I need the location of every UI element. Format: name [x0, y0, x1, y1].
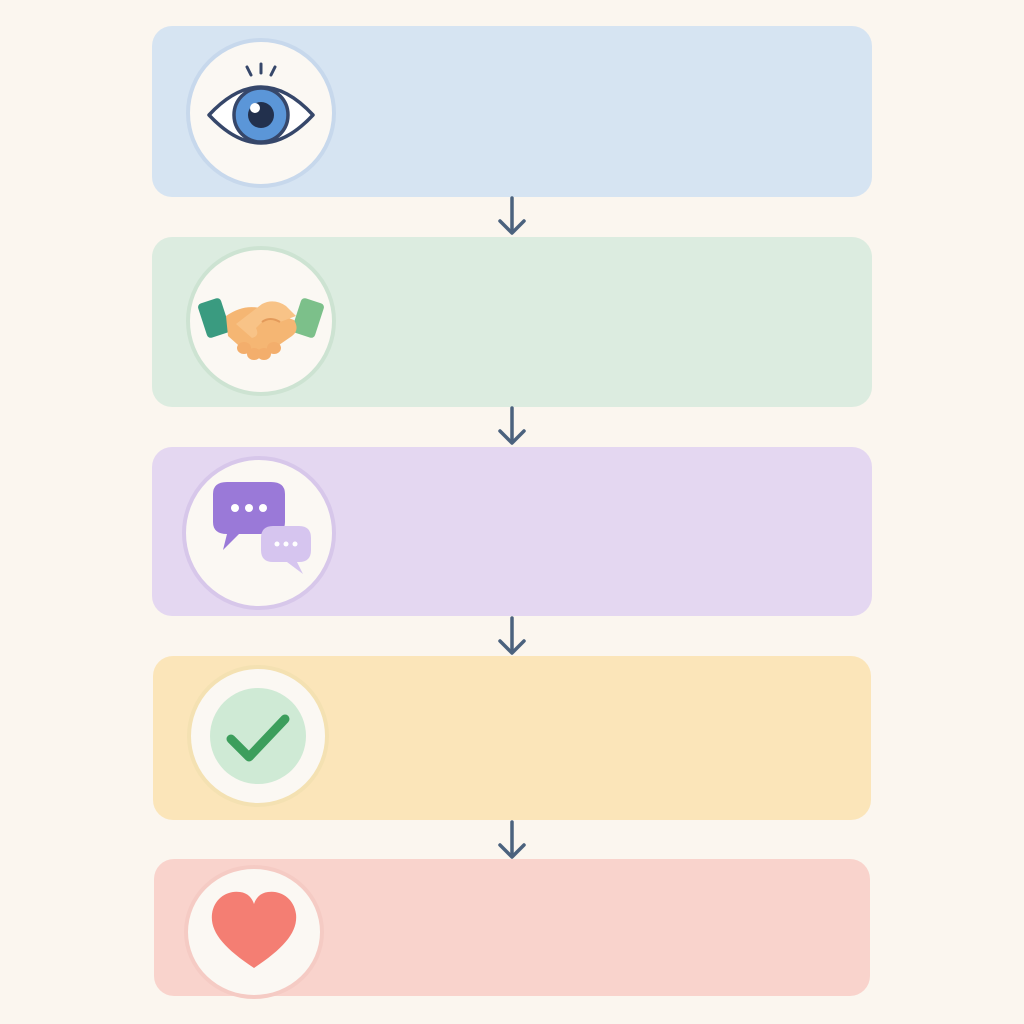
- chat-bubbles-icon: [213, 482, 311, 574]
- eye-icon: [207, 62, 315, 145]
- step-2-card: [152, 237, 872, 407]
- heart-icon: [211, 891, 297, 968]
- step-5-card: [154, 859, 870, 999]
- step-2-icon-badge: [186, 246, 336, 396]
- connector-arrow-3: [498, 616, 526, 655]
- connector-arrow-2: [498, 406, 526, 445]
- step-1-icon-badge: [186, 38, 336, 188]
- handshake-icon: [198, 298, 324, 360]
- step-4-icon-badge: [187, 665, 329, 807]
- step-1-card: [152, 26, 872, 197]
- step-4-card: [153, 656, 871, 820]
- connector-arrow-1: [498, 196, 526, 235]
- step-3-icon-badge: [182, 456, 336, 610]
- step-5-icon-badge: [184, 865, 324, 999]
- step-3-card: [152, 447, 872, 616]
- checkmark-icon: [210, 688, 306, 784]
- connector-arrow-4: [498, 820, 526, 859]
